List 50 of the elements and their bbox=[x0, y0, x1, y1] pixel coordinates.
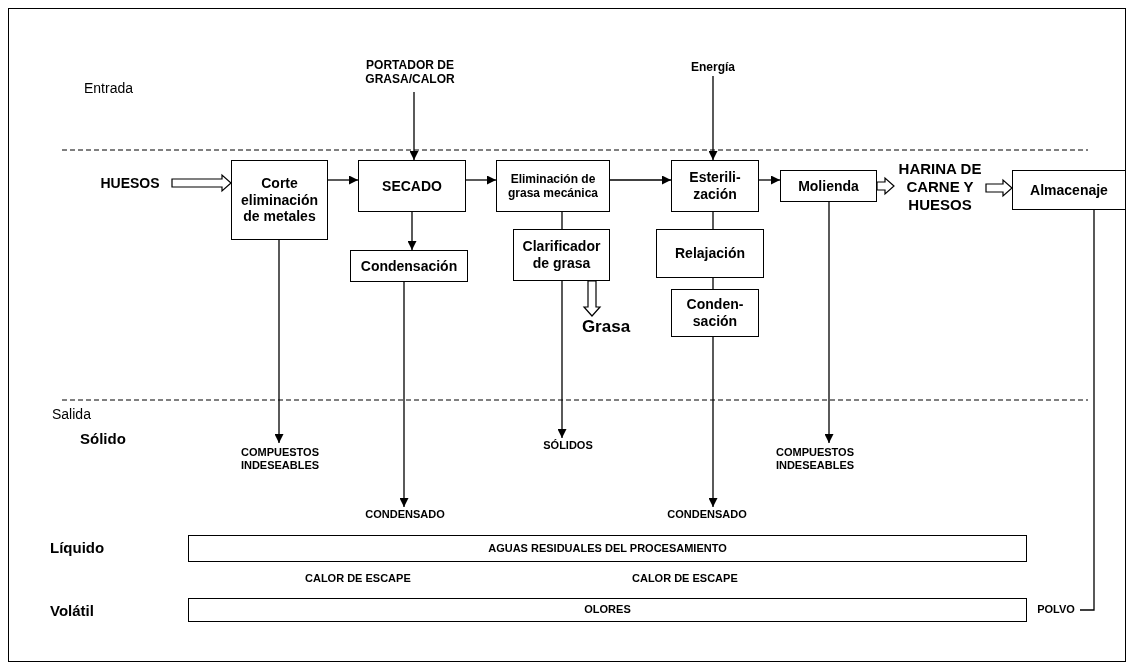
process-box: Almacenaje bbox=[1012, 170, 1126, 210]
process-box: SECADO bbox=[358, 160, 466, 212]
output-label: CALOR DE ESCAPE bbox=[305, 572, 411, 584]
output-label: CONDENSADO bbox=[350, 507, 460, 523]
output-label: CALOR DE ESCAPE bbox=[632, 572, 738, 584]
block-arrow bbox=[582, 280, 602, 317]
category-label: Volátil bbox=[50, 602, 94, 619]
process-box: Eliminación de grasa mecánica bbox=[496, 160, 610, 212]
process-box: Esterili- zación bbox=[671, 160, 759, 212]
connector-line bbox=[712, 211, 714, 230]
arrow bbox=[274, 239, 284, 444]
connector-line bbox=[561, 211, 563, 230]
arrow bbox=[708, 75, 718, 161]
arrow bbox=[399, 281, 409, 508]
process-box: Relajación bbox=[656, 229, 764, 278]
output-label: CONDENSADO bbox=[652, 507, 762, 523]
process-box: Condensación bbox=[350, 250, 468, 282]
connector-line bbox=[1079, 209, 1095, 611]
input-label: PORTADOR DE GRASA/CALOR bbox=[340, 52, 480, 92]
output-label: POLVO bbox=[1032, 602, 1080, 618]
output-label: Grasa bbox=[575, 316, 637, 338]
output-label: COMPUESTOS INDESEABLES bbox=[220, 443, 340, 475]
arrow bbox=[407, 211, 417, 251]
input-label: Energía bbox=[680, 58, 746, 76]
arrow bbox=[327, 175, 359, 185]
input-label: HUESOS bbox=[88, 174, 172, 192]
arrow bbox=[708, 336, 718, 508]
arrow bbox=[824, 201, 834, 444]
process-box: Molienda bbox=[780, 170, 877, 202]
output-band: AGUAS RESIDUALES DEL PROCESAMIENTO bbox=[188, 535, 1027, 562]
category-label: Líquido bbox=[50, 539, 105, 556]
connector-line bbox=[712, 277, 714, 290]
process-box: Clarificador de grasa bbox=[513, 229, 610, 281]
section-label: Entrada bbox=[84, 80, 134, 96]
process-box: Conden- sación bbox=[671, 289, 759, 337]
product-label: HARINA DE CARNE Y HUESOS bbox=[894, 160, 986, 214]
arrow bbox=[409, 91, 419, 161]
process-box: Corte eliminación de metales bbox=[231, 160, 328, 240]
output-label: COMPUESTOS INDESEABLES bbox=[755, 443, 875, 475]
block-arrow bbox=[985, 178, 1013, 198]
arrow bbox=[465, 175, 497, 185]
section-label: Salida bbox=[52, 406, 91, 422]
category-label: Sólido bbox=[80, 430, 126, 447]
arrow bbox=[609, 175, 672, 185]
block-arrow bbox=[876, 176, 895, 196]
output-band: OLORES bbox=[188, 598, 1027, 622]
arrow bbox=[557, 280, 567, 439]
output-label: SÓLIDOS bbox=[530, 438, 606, 454]
arrow bbox=[758, 175, 781, 185]
block-arrow bbox=[171, 173, 232, 193]
